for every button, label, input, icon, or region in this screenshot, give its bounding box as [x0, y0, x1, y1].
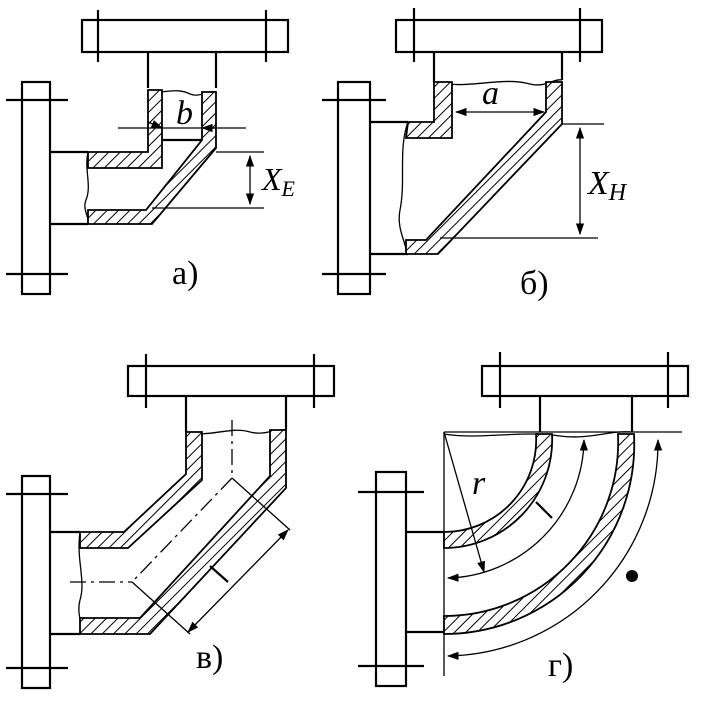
panel-b: a XН б) — [322, 8, 628, 302]
wall-hatch — [405, 81, 563, 255]
top-flange — [480, 364, 690, 398]
caption-b: б) — [520, 265, 549, 302]
offset-xe-label: XE — [260, 161, 296, 201]
top-flange — [80, 18, 290, 54]
caption-v: в) — [196, 639, 223, 676]
panel-a: b XE а) — [6, 10, 296, 296]
offset-xh-label: XН — [586, 165, 628, 206]
caption-a: а) — [172, 255, 198, 292]
left-flange — [20, 80, 52, 296]
wall-hatch — [87, 89, 163, 169]
left-flange — [336, 80, 372, 296]
left-flange — [374, 470, 408, 688]
left-flange — [20, 474, 52, 690]
point-marker — [626, 570, 638, 582]
dimension-a-label: a — [482, 75, 499, 112]
panel-g: r г) — [358, 352, 690, 688]
panel-v: в) — [6, 354, 336, 690]
dimension-b-label: b — [176, 95, 193, 132]
caption-g: г) — [548, 647, 573, 684]
radius-r-label: r — [472, 465, 486, 502]
top-flange — [394, 18, 604, 54]
wall-hatch — [404, 81, 453, 139]
top-flange — [126, 364, 336, 398]
wall-hatch — [79, 431, 203, 549]
wall-hatch — [87, 91, 217, 225]
